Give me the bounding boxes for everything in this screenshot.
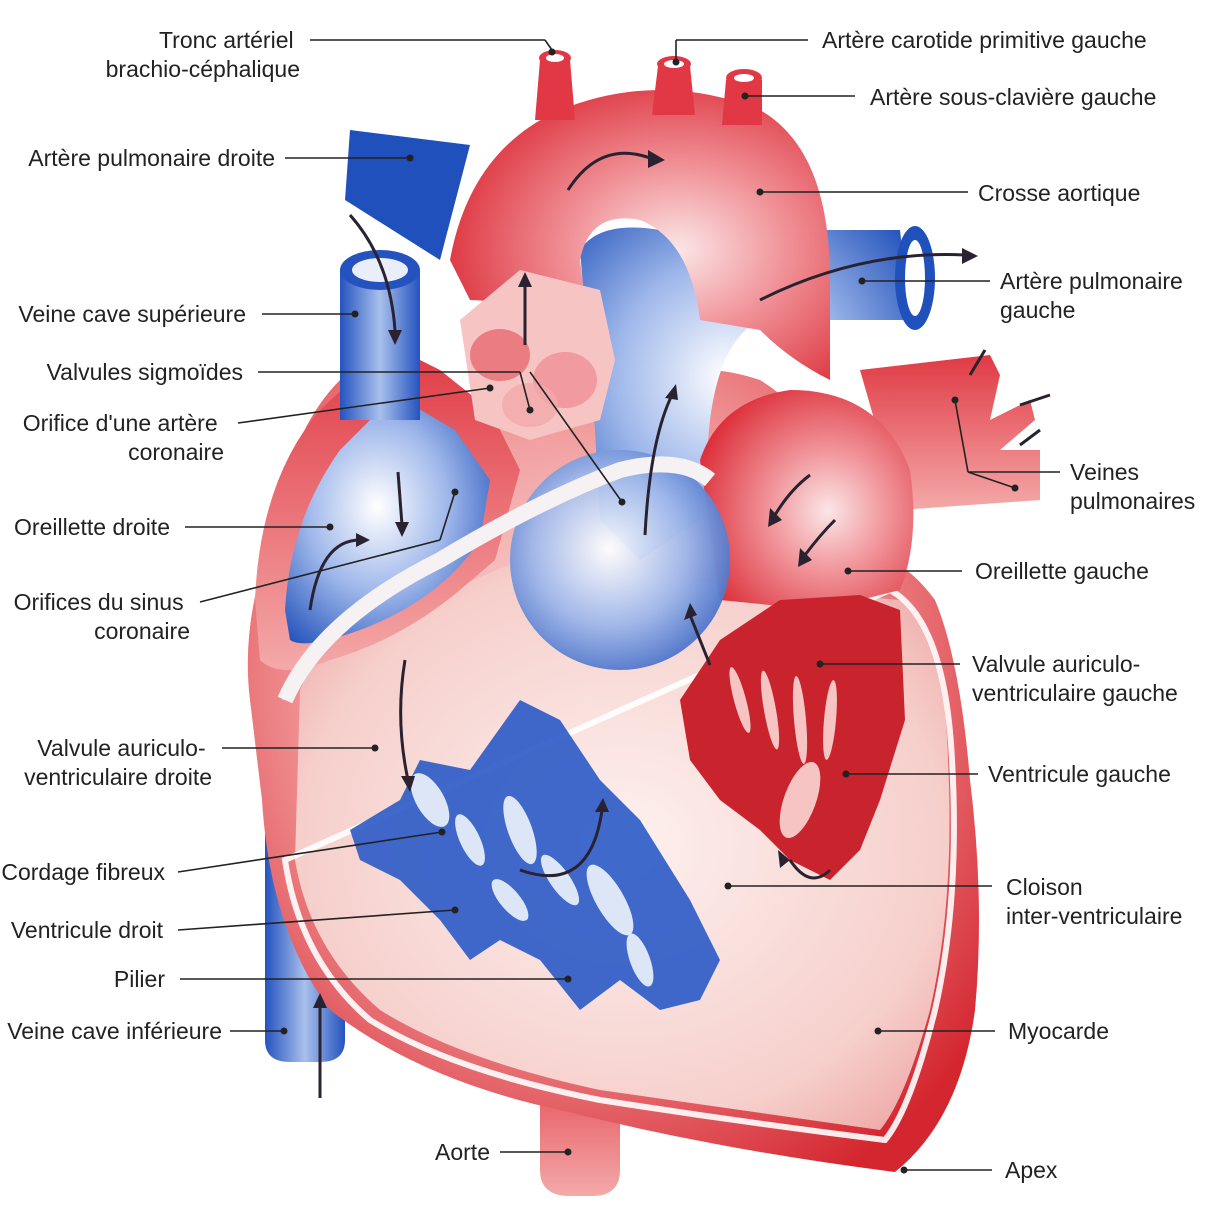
label-apex: Apex — [1005, 1157, 1058, 1183]
label-tronc-arteriel: Tronc artériel brachio-céphalique — [106, 27, 300, 82]
label-veines-pulmonaires: Veines pulmonaires — [1070, 459, 1195, 514]
label-veine-cave-superieure: Veine cave supérieure — [18, 301, 246, 327]
heart-illustration — [248, 50, 1050, 1196]
label-veine-cave-inferieure: Veine cave inférieure — [7, 1018, 222, 1044]
label-oreillette-gauche: Oreillette gauche — [975, 558, 1149, 584]
label-ventricule-gauche: Ventricule gauche — [988, 761, 1171, 787]
label-oreillette-droite: Oreillette droite — [14, 514, 170, 540]
label-valvule-av-droite: Valvule auriculo- ventriculaire droite — [24, 735, 212, 790]
label-orifice-artere-coronaire: Orifice d'une artère coronaire — [23, 410, 224, 465]
label-crosse-aortique: Crosse aortique — [978, 180, 1140, 206]
label-ventricule-droit: Ventricule droit — [11, 917, 164, 943]
right-pulmonary-artery-shape — [345, 130, 470, 260]
label-artere-pulmonaire-gauche: Artère pulmonaire gauche — [1000, 268, 1189, 323]
left-common-carotid-shape — [652, 66, 695, 115]
label-orifices-sinus: Orifices du sinus coronaire — [14, 589, 190, 644]
label-artere-carotide: Artère carotide primitive gauche — [822, 27, 1147, 53]
label-cloison: Cloison inter-ventriculaire — [1006, 874, 1182, 929]
label-cordage-fibreux: Cordage fibreux — [1, 859, 165, 885]
superior-vena-cava-shape — [340, 270, 420, 420]
label-artere-sous-claviere: Artère sous-clavière gauche — [870, 84, 1156, 110]
label-myocarde: Myocarde — [1008, 1018, 1109, 1044]
label-artere-pulmonaire-droite: Artère pulmonaire droite — [28, 145, 275, 171]
pulmonary-valve-shape — [510, 450, 730, 670]
label-aorte: Aorte — [435, 1139, 490, 1165]
label-pilier: Pilier — [114, 966, 165, 992]
brachiocephalic-trunk-shape — [535, 60, 575, 120]
label-valvules-sigmoides: Valvules sigmoïdes — [47, 359, 243, 385]
label-valvule-av-gauche: Valvule auriculo- ventriculaire gauche — [972, 651, 1178, 706]
